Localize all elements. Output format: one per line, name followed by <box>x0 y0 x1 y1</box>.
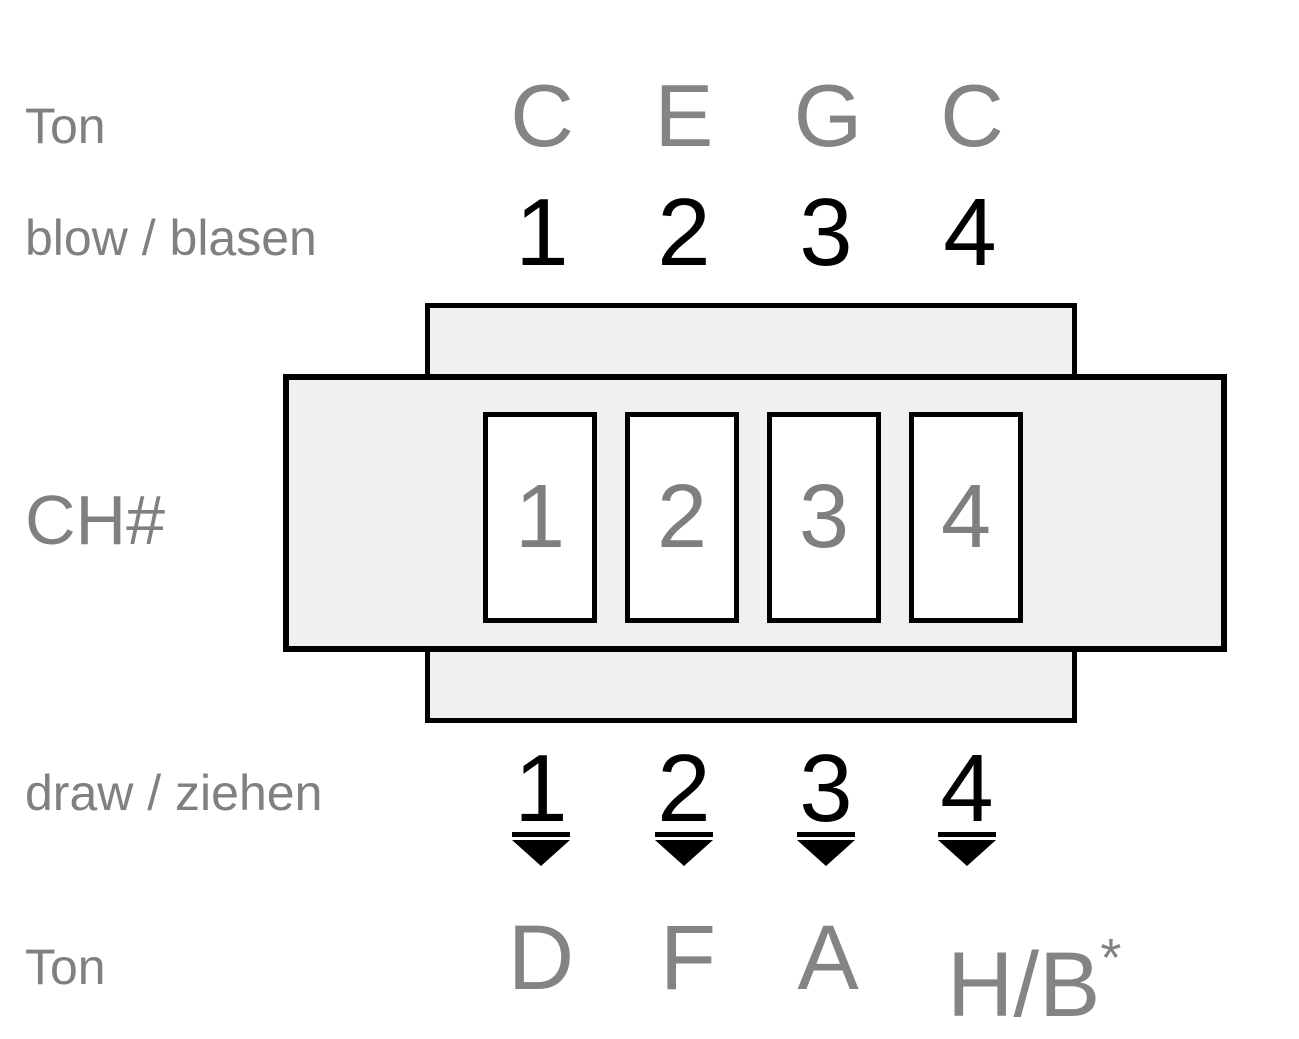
blow-note-2: E <box>654 66 714 165</box>
harmonica-hole-1: 1 <box>483 412 597 623</box>
draw-note-1: D <box>507 907 575 1009</box>
harmonica-top-cover-plate <box>425 303 1077 380</box>
draw-column-1: 1 <box>471 741 611 866</box>
label-ton-top: Ton <box>25 98 106 154</box>
draw-column-4: 4 <box>897 741 1037 866</box>
draw-number-1: 1 <box>512 741 570 837</box>
harmonica-bottom-cover-plate <box>425 645 1077 723</box>
label-channel: CH# <box>25 481 166 559</box>
draw-column-2: 2 <box>614 741 754 866</box>
draw-note-2: F <box>659 907 717 1009</box>
blow-number-4: 4 <box>943 179 997 286</box>
draw-number-4: 4 <box>938 741 996 837</box>
blow-note-1: C <box>510 66 574 165</box>
draw-note-3: A <box>797 907 859 1009</box>
label-ton-bottom: Ton <box>25 939 106 995</box>
label-draw: draw / ziehen <box>25 765 323 821</box>
draw-note-4-text: H/B <box>947 934 1101 1036</box>
hole-number-2: 2 <box>656 467 708 567</box>
triangle-down-icon <box>655 840 713 866</box>
harmonica-hole-2: 2 <box>625 412 739 623</box>
triangle-down-icon <box>797 840 855 866</box>
hole-number-1: 1 <box>514 467 566 567</box>
blow-number-3: 3 <box>799 179 853 286</box>
blow-number-2: 2 <box>657 179 711 286</box>
harmonica-hole-3: 3 <box>767 412 881 623</box>
harmonica-comb-body: 1 2 3 4 <box>283 374 1227 652</box>
blow-number-1: 1 <box>515 179 569 286</box>
draw-note-4: H/B* <box>947 920 1121 1031</box>
draw-number-2: 2 <box>655 741 713 837</box>
label-blow: blow / blasen <box>25 210 317 266</box>
hole-number-4: 4 <box>940 467 992 567</box>
harmonica-hole-4: 4 <box>909 412 1023 623</box>
blow-note-4: C <box>940 66 1004 165</box>
draw-column-3: 3 <box>756 741 896 866</box>
draw-note-4-asterisk: * <box>1100 928 1122 988</box>
draw-number-3: 3 <box>797 741 855 837</box>
triangle-down-icon <box>512 840 570 866</box>
hole-number-3: 3 <box>798 467 850 567</box>
blow-note-3: G <box>793 66 863 165</box>
triangle-down-icon <box>938 840 996 866</box>
